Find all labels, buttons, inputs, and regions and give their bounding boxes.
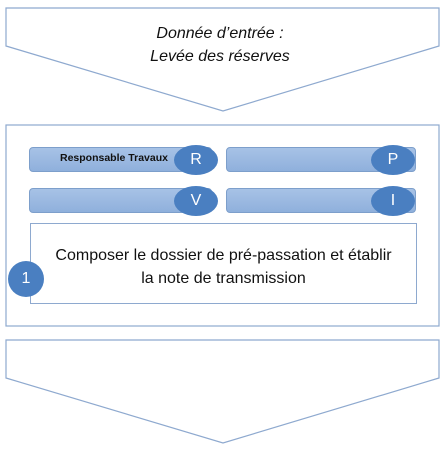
input-line-1: Donnée d’entrée : xyxy=(156,25,284,42)
task-box: Composer le dossier de pré-passation et … xyxy=(30,223,417,304)
task-text: Composer le dossier de pré-passation et … xyxy=(31,244,416,290)
role-r-badge: R xyxy=(174,145,218,175)
task-line-2: la note de transmission xyxy=(141,270,306,287)
task-line-1: Composer le dossier de pré-passation et … xyxy=(55,247,392,264)
input-label: Donnée d’entrée : Levée des réserves xyxy=(60,22,380,68)
role-v-badge: V xyxy=(174,186,218,216)
role-p-badge: P xyxy=(371,145,415,175)
role-i-badge: I xyxy=(371,186,415,216)
step-number-badge: 1 xyxy=(8,261,44,297)
bottom-chevron xyxy=(5,339,440,444)
top-chevron xyxy=(5,7,440,112)
responsable-label: Responsable Travaux xyxy=(60,152,168,164)
input-line-2: Levée des réserves xyxy=(150,48,290,65)
